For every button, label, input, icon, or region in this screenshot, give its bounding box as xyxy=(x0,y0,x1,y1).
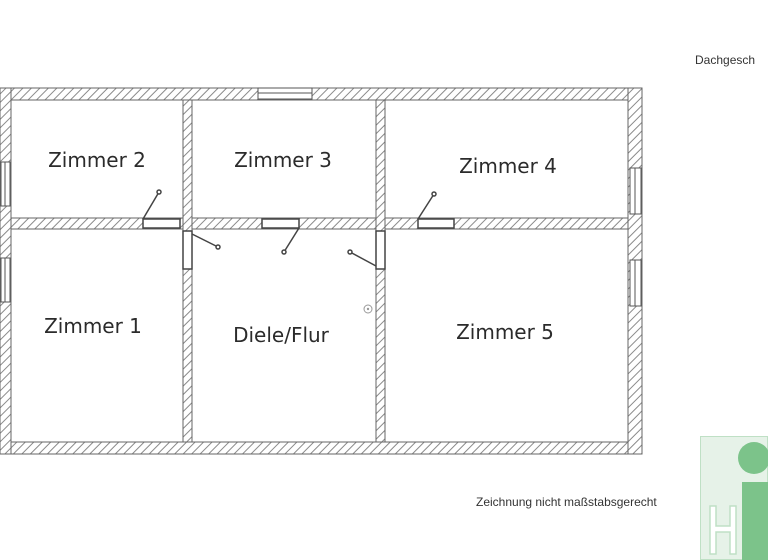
company-logo xyxy=(700,436,768,560)
scale-note: Zeichnung nicht maßstabsgerecht xyxy=(476,495,657,509)
outlet-icon xyxy=(363,304,373,314)
doors xyxy=(142,189,455,270)
wall-partition-2 xyxy=(375,99,386,443)
door-opening xyxy=(182,230,193,270)
door-swing-icon xyxy=(417,193,435,220)
wall-middle xyxy=(10,217,629,230)
room-label-diele-flur: Diele/Flur xyxy=(233,323,330,347)
floor-label: Dachgesch xyxy=(695,53,756,67)
windows xyxy=(0,87,642,307)
room-label-zimmer-2: Zimmer 2 xyxy=(48,148,146,172)
room-label-zimmer-4: Zimmer 4 xyxy=(459,154,557,178)
wall-partition-1 xyxy=(182,99,193,443)
door-swing-icon xyxy=(349,251,377,267)
door-opening xyxy=(261,218,300,229)
walls xyxy=(0,87,643,455)
room-label-zimmer-5: Zimmer 5 xyxy=(456,320,554,344)
door-opening xyxy=(375,230,386,270)
door-swing-icon xyxy=(142,191,160,220)
door-swing-icon xyxy=(283,227,300,253)
door-swing-icon xyxy=(191,233,219,248)
wall-top xyxy=(0,87,643,101)
door-opening xyxy=(142,218,181,229)
room-label-zimmer-1: Zimmer 1 xyxy=(44,314,142,338)
door-opening xyxy=(417,218,455,229)
room-label-zimmer-3: Zimmer 3 xyxy=(234,148,332,172)
wall-bottom xyxy=(0,441,643,455)
